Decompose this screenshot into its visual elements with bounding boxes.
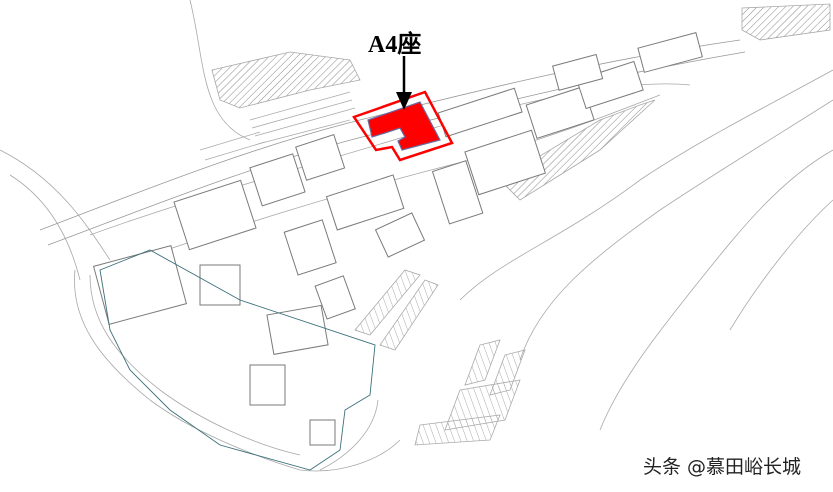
a4-label: A4座 bbox=[368, 32, 422, 58]
parking-lots bbox=[354, 269, 526, 446]
a4-building-highlight bbox=[352, 90, 454, 162]
a4-outline bbox=[352, 90, 454, 162]
parking-top bbox=[199, 91, 356, 161]
a4-footprint bbox=[367, 101, 441, 151]
watermark: 头条 @慕田峪长城 bbox=[643, 456, 802, 478]
arrow-icon bbox=[396, 56, 412, 110]
site-boundary bbox=[99, 249, 376, 471]
hill-hatch-right bbox=[741, 3, 831, 41]
hill-hatch-left bbox=[211, 51, 361, 109]
